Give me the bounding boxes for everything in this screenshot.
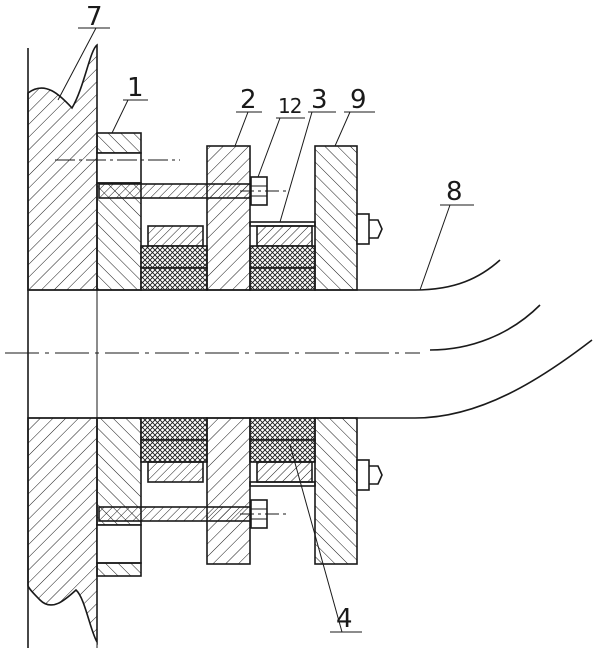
wall-part-7 (27, 43, 98, 648)
packing-part-4 (140, 225, 316, 483)
label-part-2: 2 (240, 85, 257, 115)
leader-lines (57, 27, 474, 633)
label-part-8: 8 (446, 177, 463, 207)
gland-part-2 (206, 145, 251, 565)
label-part-7: 7 (86, 2, 103, 32)
label-part-3: 3 (311, 85, 328, 115)
label-part-4: 4 (336, 604, 353, 634)
label-part-9: 9 (350, 85, 367, 115)
label-part-12: 12 (278, 94, 301, 118)
bolt-part-12 (98, 176, 290, 529)
outer-flange-part-9 (314, 145, 383, 565)
label-part-1: 1 (127, 73, 144, 103)
